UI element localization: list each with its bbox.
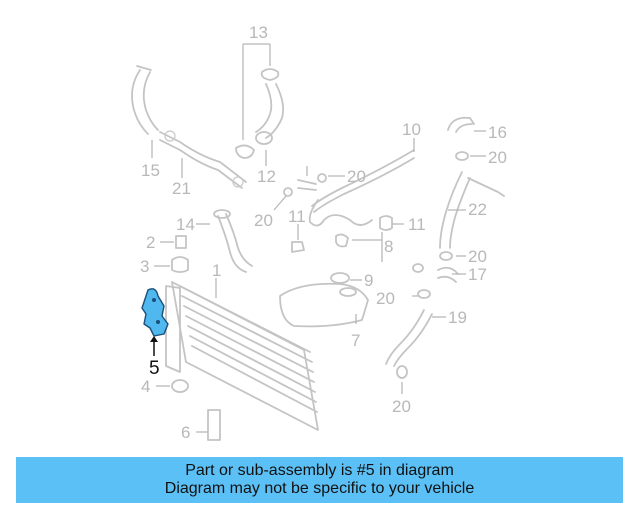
callout-16: 16	[488, 123, 507, 142]
exploded-parts-diagram: 13 15 21 12 20 10 16 20 20 11 11 22 14 2…	[131, 23, 507, 442]
banner-line-disclaimer: Diagram may not be specific to your vehi…	[164, 480, 475, 497]
part-18-hose	[273, 166, 345, 211]
part-16-hose	[447, 116, 486, 161]
part-22-pipe	[439, 171, 505, 249]
info-banner: Part or sub-assembly is #5 in diagram Di…	[16, 457, 623, 503]
callout-20-center: 20	[347, 167, 366, 186]
callout-21: 21	[172, 179, 191, 198]
part-1-radiator	[165, 278, 319, 431]
part-13-leaders	[235, 43, 280, 159]
part-10-hose	[308, 138, 415, 227]
callout-3: 3	[140, 257, 149, 276]
callout-11-right: 11	[408, 215, 426, 234]
callout-17: 17	[468, 265, 487, 284]
part-7-expansion-tank	[279, 282, 369, 328]
part-2-3-plugs	[154, 235, 189, 273]
part-15-hose	[131, 65, 159, 158]
part-17-hose	[412, 251, 466, 299]
part-5-highlighted-bracket	[141, 288, 169, 356]
callout-22: 22	[468, 200, 487, 219]
callout-8: 8	[384, 237, 393, 256]
part-14-hose	[196, 209, 253, 273]
callout-13: 13	[249, 23, 268, 42]
callout-20-bottom: 20	[392, 397, 411, 416]
callout-6: 6	[181, 423, 190, 442]
callout-19: 19	[448, 308, 467, 327]
callout-7: 7	[351, 331, 360, 350]
callout-9: 9	[364, 271, 373, 290]
callout-20-left: 20	[254, 211, 273, 230]
callout-14: 14	[176, 215, 195, 234]
callout-10: 10	[402, 120, 421, 139]
callout-2: 2	[146, 233, 155, 252]
part-19-hose	[385, 309, 446, 394]
callout-12: 12	[257, 167, 276, 186]
callout-20-top-right: 20	[488, 148, 507, 167]
part-9-cap	[330, 272, 362, 284]
part-11-clamps	[291, 215, 404, 262]
callout-15: 15	[141, 161, 160, 180]
part-4-6-mounts	[156, 379, 221, 441]
part-21-pipe	[159, 130, 247, 189]
callout-20-lower: 20	[376, 289, 395, 308]
callout-4: 4	[141, 377, 150, 396]
part-12-hose	[255, 83, 285, 166]
callout-11-left: 11	[288, 207, 306, 226]
callout-20-right: 20	[468, 247, 487, 266]
banner-line-part-number: Part or sub-assembly is #5 in diagram	[185, 462, 454, 479]
callout-5-highlighted: 5	[149, 358, 160, 379]
callout-1: 1	[212, 261, 221, 280]
